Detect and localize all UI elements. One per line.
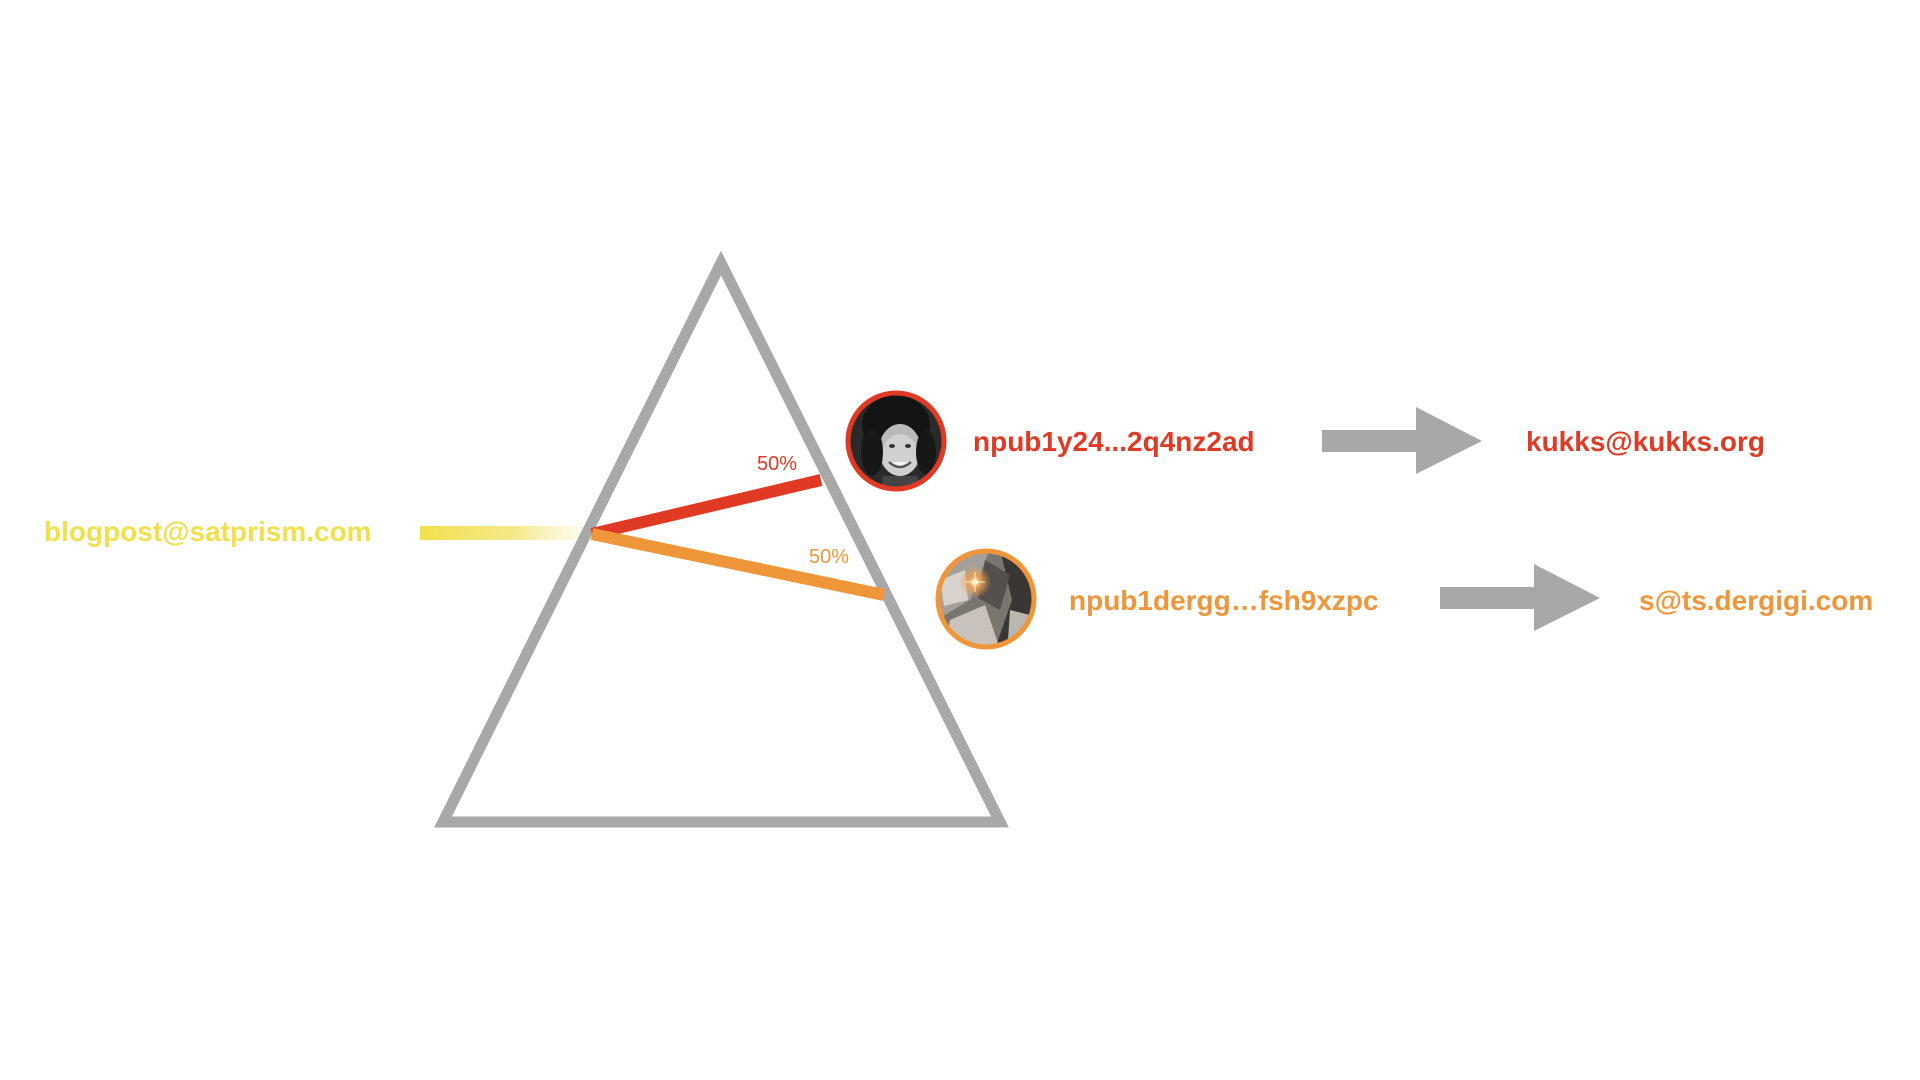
split-beam-orange: [590, 528, 886, 601]
prism-triangle: [434, 250, 1009, 828]
recipient-lightning-address-2: s@ts.dergigi.com: [1639, 585, 1873, 616]
source-address: blogpost@satprism.com: [44, 516, 372, 547]
recipient-avatar-1: [845, 390, 947, 492]
split-beam-red: [590, 474, 823, 540]
recipient-npub-1: npub1y24...2q4nz2ad: [973, 426, 1255, 457]
arrow-right-icon: [1440, 564, 1600, 631]
recipient-lightning-address-1: kukks@kukks.org: [1526, 426, 1765, 457]
recipient-npub-2: npub1dergg…fsh9xzpc: [1069, 585, 1379, 616]
share-percent-red: 50%: [757, 453, 797, 475]
incoming-beam: [420, 526, 596, 540]
recipient-avatar-2: [935, 548, 1037, 650]
arrow-right-icon: [1322, 407, 1482, 474]
person-portrait-icon: [848, 393, 944, 489]
share-percent-orange: 50%: [809, 546, 849, 568]
